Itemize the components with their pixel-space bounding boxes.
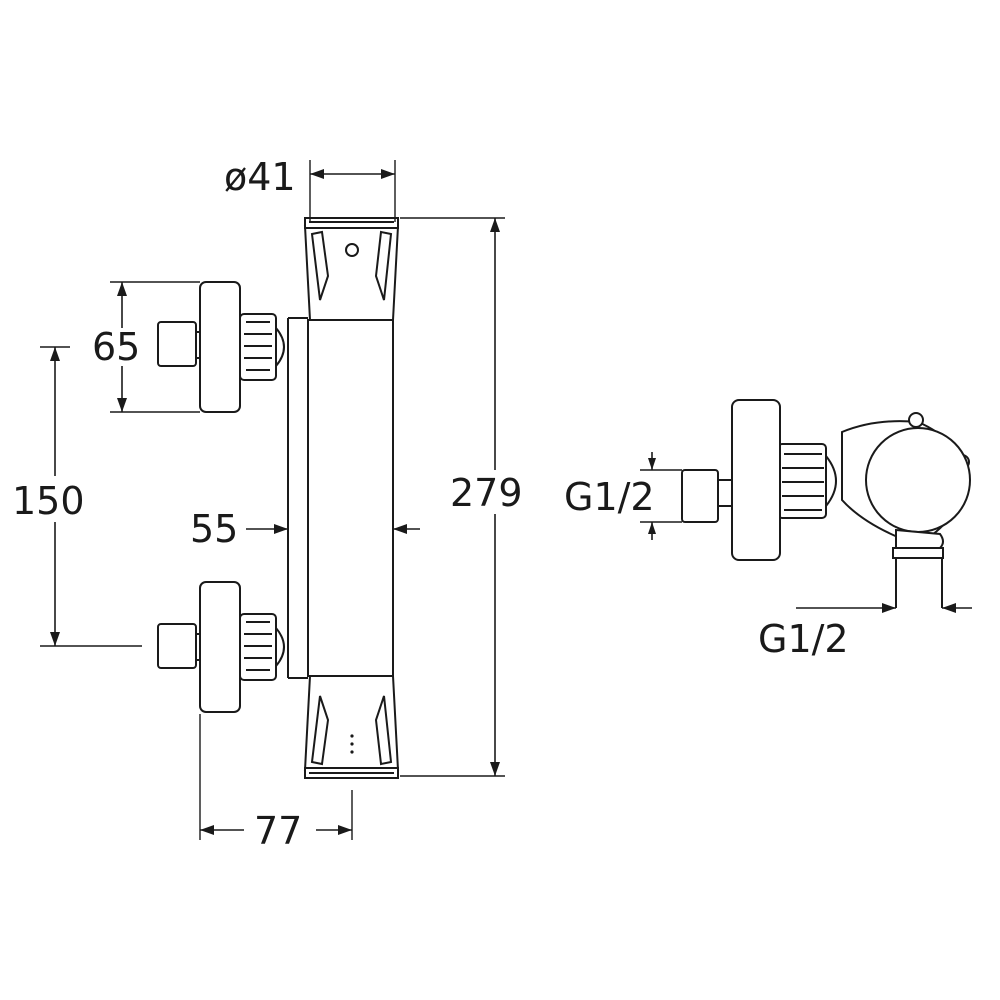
diameter-dimension: ø41 xyxy=(224,155,396,222)
mounting-plate xyxy=(287,317,308,679)
outlet-dimension: G1/2 xyxy=(758,603,972,661)
side-view: G1/2 G1/2 xyxy=(564,399,972,661)
diameter-label: ø41 xyxy=(224,155,296,199)
lower-inlet-fitting xyxy=(157,581,285,713)
projection-dimension: 77 xyxy=(199,714,353,853)
eccentric-label: 65 xyxy=(92,325,140,369)
side-outlet xyxy=(892,528,944,608)
offset-dimension: 55 xyxy=(190,507,420,551)
flow-knob-bottom xyxy=(303,675,400,779)
upper-inlet-fitting xyxy=(157,281,285,413)
temperature-knob-top xyxy=(303,217,400,321)
inlet-spacing-dimension: 150 xyxy=(12,346,142,647)
side-fitting xyxy=(681,399,837,561)
height-dimension: 279 xyxy=(400,217,528,777)
valve-body xyxy=(307,319,394,677)
offset-label: 55 xyxy=(190,507,238,551)
projection-label: 77 xyxy=(254,809,302,853)
side-knob xyxy=(841,412,971,539)
side-inlet-dimension: G1/2 xyxy=(564,452,682,540)
eccentric-dimension: 65 xyxy=(92,281,200,413)
front-view: ø41 279 65 xyxy=(12,155,528,853)
height-label: 279 xyxy=(450,471,523,515)
outlet-label: G1/2 xyxy=(758,617,849,661)
side-inlet-label: G1/2 xyxy=(564,475,655,519)
inlet-spacing-label: 150 xyxy=(12,479,85,523)
